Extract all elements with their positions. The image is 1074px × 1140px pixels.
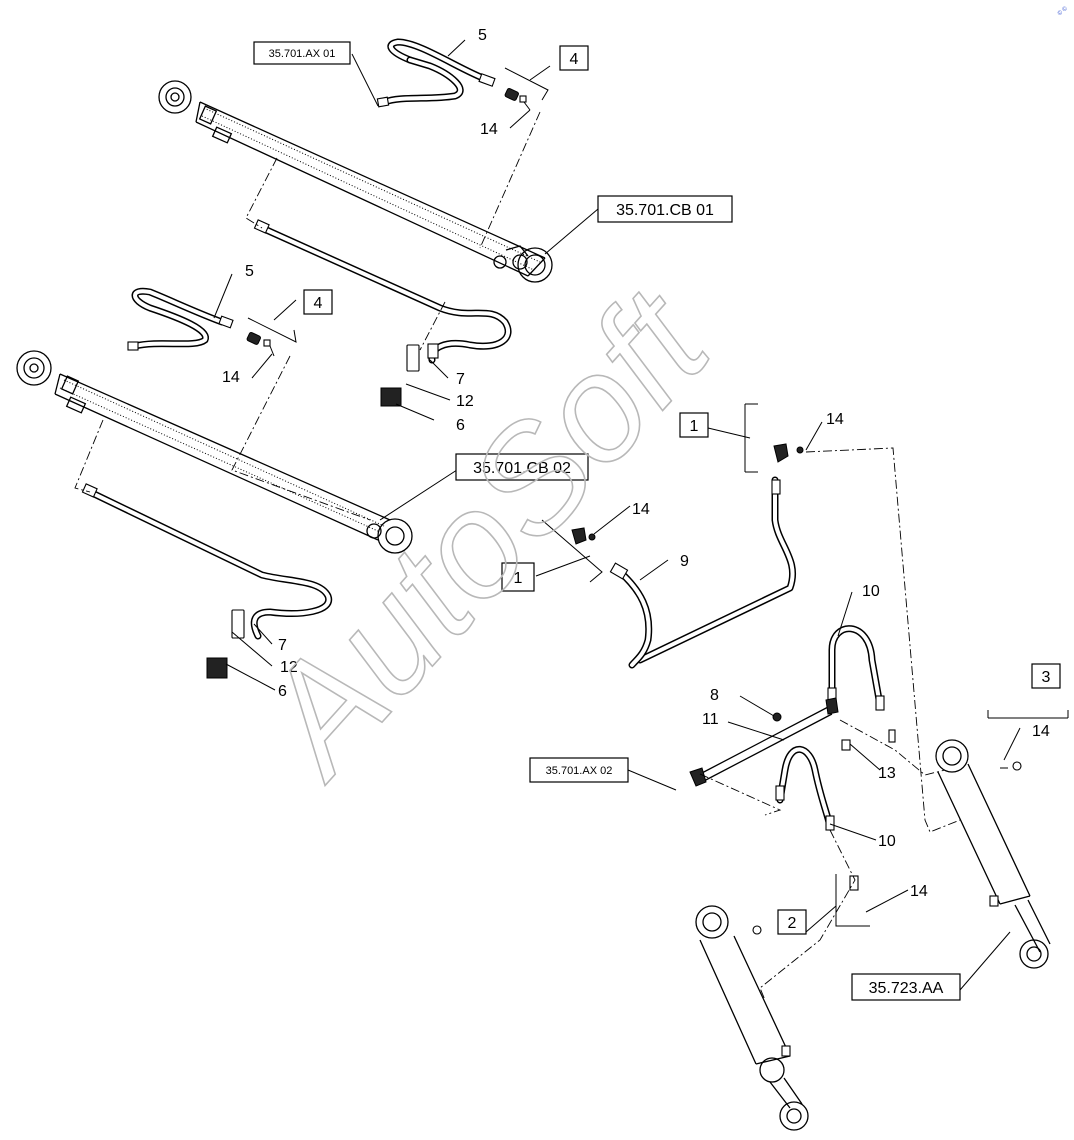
callout-11: 11 <box>702 711 719 728</box>
callout-10-a: 10 <box>862 583 880 600</box>
group-box-2: 2 <box>777 909 807 935</box>
callout-14-d: 14 <box>632 501 650 518</box>
callout-13: 13 <box>878 765 896 782</box>
corner-mark: © © <box>1056 5 1069 17</box>
cylinder-middle <box>16 350 413 554</box>
hose-long-middle <box>81 483 333 679</box>
callout-7-b: 7 <box>278 637 287 654</box>
leader-lines <box>213 39 1021 991</box>
svg-text:1: 1 <box>514 570 523 587</box>
group-box-1-b: 1 <box>501 562 535 592</box>
group-box-1-a: 1 <box>679 412 709 438</box>
svg-text:1: 1 <box>690 418 699 435</box>
connection-lines <box>74 111 961 1001</box>
hose-9 <box>571 443 804 669</box>
watermark: AutoSoft <box>224 257 743 807</box>
callout-12-b: 12 <box>280 659 298 676</box>
callout-8: 8 <box>710 687 719 704</box>
group-box-4-top: 4 <box>559 45 589 71</box>
callout-10-b: 10 <box>878 833 896 850</box>
callout-12-a: 12 <box>456 393 474 410</box>
callout-9: 9 <box>680 553 689 570</box>
group-box-4-middle: 4 <box>303 289 333 315</box>
svg-text:35.701.AX 01: 35.701.AX 01 <box>269 48 336 60</box>
svg-text:4: 4 <box>570 51 579 68</box>
hose-5-middle <box>127 287 234 351</box>
svg-text:2: 2 <box>788 915 797 932</box>
cylinder-lower <box>695 875 859 1131</box>
callout-14-middle: 14 <box>222 369 240 386</box>
hose-10-upper <box>827 625 885 711</box>
callout-14-top: 14 <box>480 121 498 138</box>
ref-box-35-701-ax-02[interactable]: 35.701.AX 02 <box>529 757 629 783</box>
svg-text:35.701.CB 02: 35.701.CB 02 <box>473 460 571 477</box>
callout-14-c: 14 <box>826 411 844 428</box>
svg-text:3: 3 <box>1042 669 1051 686</box>
ref-box-35-723-aa[interactable]: 35.723.AA <box>851 973 961 1001</box>
hose-5-top <box>376 38 496 108</box>
ref-box-35-701-cb-02[interactable]: 35.701.CB 02 <box>455 453 589 481</box>
ref-box-35-701-cb-01[interactable]: 35.701.CB 01 <box>597 195 733 223</box>
callout-5-middle: 5 <box>245 263 254 280</box>
hose-10-lower <box>775 745 835 831</box>
callout-14-e: 14 <box>1032 723 1050 740</box>
svg-text:35.701.AX 02: 35.701.AX 02 <box>546 765 613 777</box>
callout-6-a: 6 <box>456 417 465 434</box>
cylinder-top <box>158 80 553 283</box>
hose-long-top <box>253 219 512 407</box>
group-box-3: 3 <box>1031 663 1061 689</box>
callout-6-b: 6 <box>278 683 287 700</box>
svg-text:35.701.CB 01: 35.701.CB 01 <box>616 202 714 219</box>
line-11 <box>689 697 896 787</box>
svg-text:4: 4 <box>314 295 323 312</box>
fitting-group-4-top <box>504 87 531 111</box>
fitting-group-4-middle <box>246 331 275 357</box>
cylinder-right <box>935 739 1051 969</box>
callout-7-a: 7 <box>456 371 465 388</box>
callout-labels: 5 14 5 14 7 12 6 14 14 9 7 12 6 10 8 11 … <box>222 27 1050 900</box>
callout-14-f: 14 <box>910 883 928 900</box>
ref-box-35-701-ax-01[interactable]: 35.701.AX 01 <box>253 41 351 65</box>
callout-5-top: 5 <box>478 27 487 44</box>
svg-text:35.723.AA: 35.723.AA <box>869 980 944 997</box>
brackets <box>247 67 1069 927</box>
